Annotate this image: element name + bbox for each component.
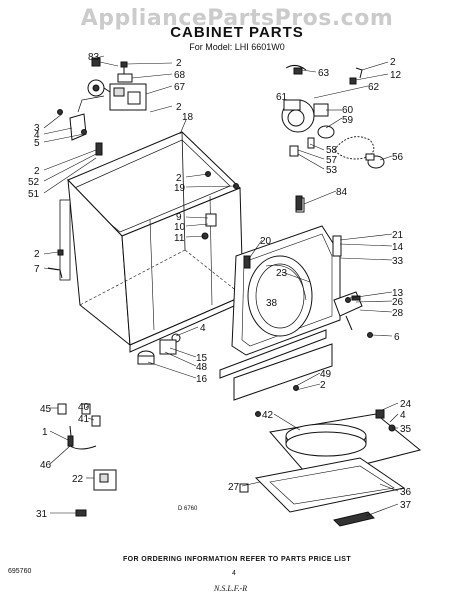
callout-35: 35 — [400, 424, 412, 435]
callout-2: 2 — [34, 249, 40, 260]
callout-4: 4 — [200, 323, 206, 334]
cabinet-box — [59, 131, 244, 353]
callout-61: 61 — [276, 92, 288, 103]
callout-26: 26 — [392, 297, 404, 308]
callout-14: 14 — [392, 242, 404, 253]
callout-9: 9 — [176, 212, 182, 223]
callout-2: 2 — [176, 58, 182, 69]
callout-62: 62 — [368, 82, 380, 93]
callout-51: 51 — [28, 189, 40, 200]
callout-1: 1 — [42, 427, 48, 438]
callout-15: 15 — [196, 353, 208, 364]
callout-2: 2 — [320, 380, 326, 391]
callout-63: 63 — [318, 68, 330, 79]
callout-12: 12 — [390, 70, 402, 81]
callout-46: 46 — [40, 460, 52, 471]
callout-45: 45 — [40, 404, 52, 415]
callout-33: 33 — [392, 256, 404, 267]
callout-10: 10 — [174, 222, 186, 233]
callout-83: 83 — [88, 52, 100, 63]
callout-6: 6 — [394, 332, 400, 343]
callout-67: 67 — [174, 82, 186, 93]
callout-21: 21 — [392, 230, 404, 241]
callout-28: 28 — [392, 308, 404, 319]
callout-49: 49 — [320, 369, 332, 380]
callout-41: 41 — [78, 414, 90, 425]
callout-53: 53 — [326, 165, 338, 176]
callout-38: 38 — [266, 298, 278, 309]
callout-68: 68 — [174, 70, 186, 81]
callout-59: 59 — [342, 115, 354, 126]
callout-22: 22 — [72, 474, 84, 485]
drawing-code: D 6760 — [178, 506, 198, 512]
callout-2: 2 — [34, 166, 40, 177]
callout-2: 2 — [176, 102, 182, 113]
signature-mark: N.S.L.F.-R — [214, 584, 248, 593]
callout-60: 60 — [342, 105, 354, 116]
terminal-parts — [57, 403, 117, 517]
timer-assembly — [77, 57, 147, 113]
callout-5: 5 — [34, 138, 40, 149]
toe-panel — [219, 329, 333, 417]
drive-motor-parts — [281, 64, 385, 211]
callout-4: 4 — [34, 130, 40, 141]
callout-7: 7 — [34, 264, 40, 275]
ordering-note: FOR ORDERING INFORMATION REFER TO PARTS … — [122, 556, 352, 563]
callout-42: 42 — [262, 410, 274, 421]
bracket-left — [47, 109, 103, 279]
callout-56: 56 — [392, 152, 404, 163]
callout-31: 31 — [36, 509, 48, 520]
callout-2: 2 — [176, 173, 182, 184]
callout-84: 84 — [336, 187, 348, 198]
leader-lines — [43, 55, 399, 517]
callout-18: 18 — [182, 112, 194, 123]
callout-13: 13 — [392, 288, 404, 299]
callout-16: 16 — [196, 374, 208, 385]
callout-23: 23 — [276, 268, 288, 279]
callout-27: 27 — [228, 482, 240, 493]
callout-3: 3 — [34, 123, 40, 134]
callout-11: 11 — [174, 233, 185, 244]
callout-52: 52 — [28, 177, 40, 188]
callout-57: 57 — [326, 155, 338, 166]
front-panel — [231, 225, 342, 356]
watermark: AppliancePartsPros.com — [80, 6, 394, 31]
callout-36: 36 — [400, 487, 412, 498]
base-assembly — [239, 409, 422, 527]
callout-48: 48 — [196, 362, 208, 373]
page-number: 4 — [232, 570, 236, 577]
diagram-title: CABINET PARTS — [170, 24, 304, 41]
page-code: 695760 — [8, 568, 32, 575]
callout-4: 4 — [400, 410, 406, 421]
callout-2: 2 — [390, 57, 396, 68]
callout-20: 20 — [260, 236, 272, 247]
callout-24: 24 — [400, 399, 412, 410]
callout-19: 19 — [174, 183, 186, 194]
callout-40: 40 — [78, 402, 90, 413]
model-line: For Model: LHI 6601W0 — [189, 42, 285, 52]
callout-58: 58 — [326, 145, 338, 156]
callout-labels: 83 2 68 67 2 3 4 5 2 52 51 18 2 19 9 10 … — [28, 52, 412, 520]
callout-37: 37 — [400, 500, 412, 511]
